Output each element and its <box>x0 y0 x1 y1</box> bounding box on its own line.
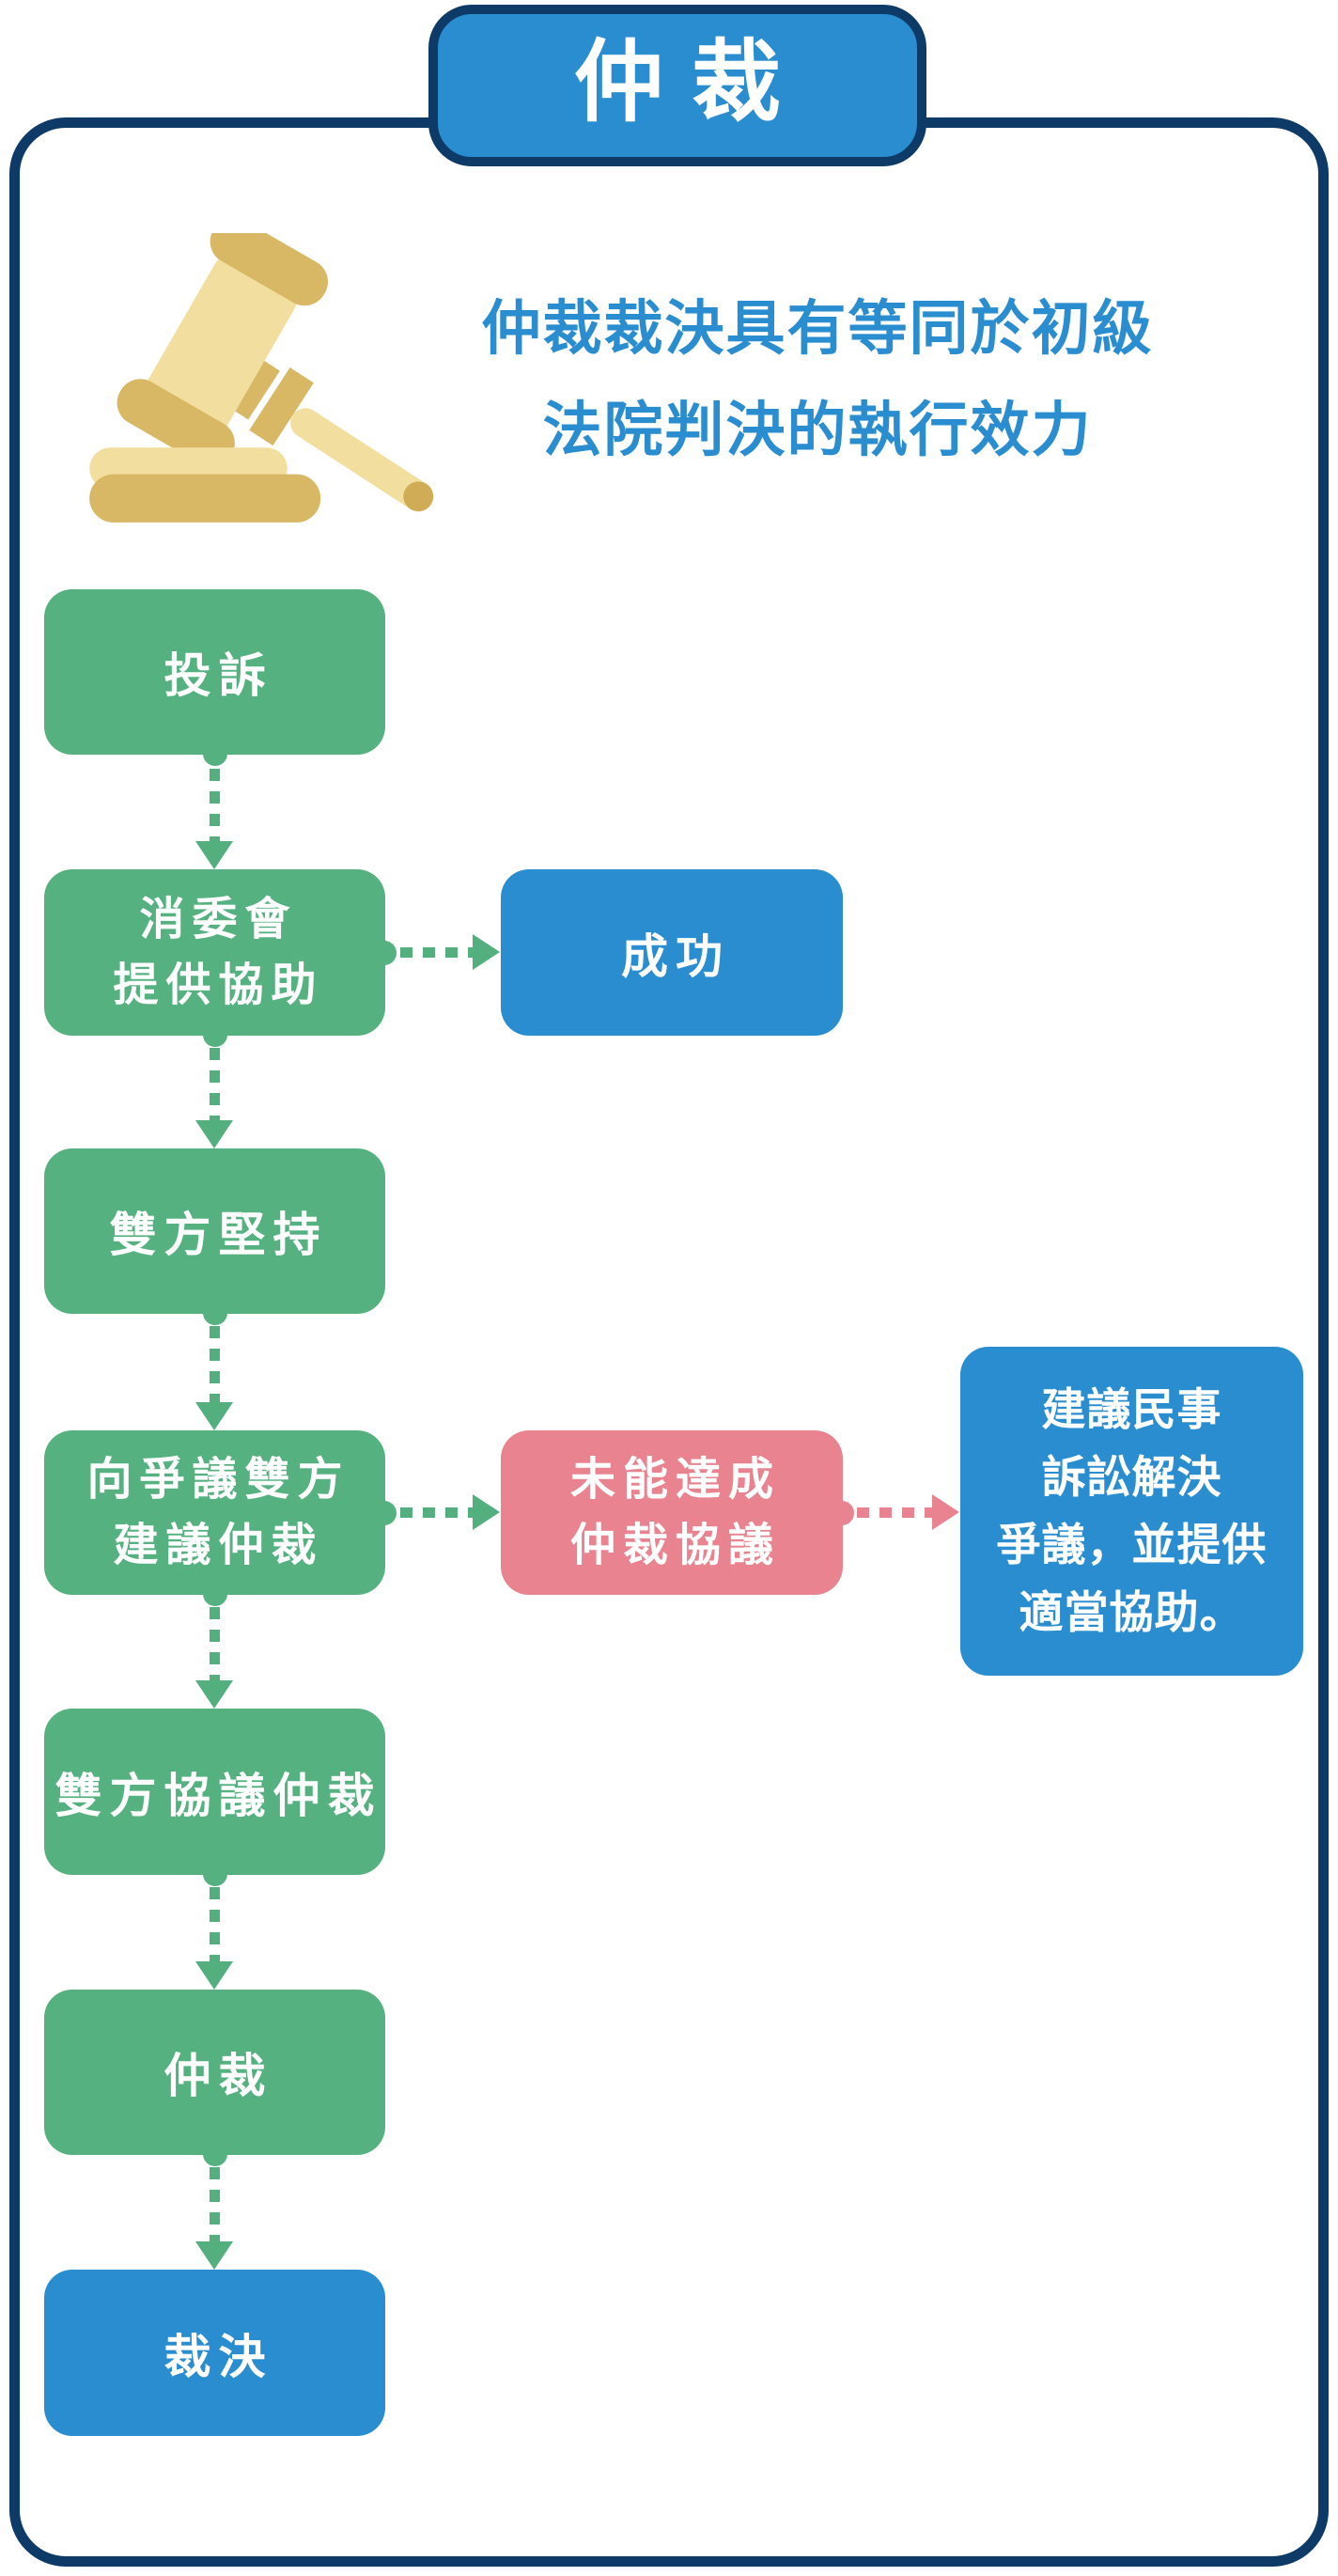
connector-bump <box>202 1301 227 1325</box>
header-note: 仲裁裁決具有等同於初級 法院判決的執行效力 <box>481 296 1154 463</box>
arrowhead-right-icon <box>473 1494 500 1530</box>
gavel-icon <box>89 233 434 523</box>
node-award: 裁決 <box>44 2270 385 2436</box>
node-agree-arbitration: 雙方協議仲裁 <box>44 1709 385 1886</box>
arrowhead-right-icon <box>473 934 500 970</box>
connector-bump <box>372 940 397 965</box>
page-title-box: 仲裁 <box>428 5 926 166</box>
node-arbitration: 仲裁 <box>44 1990 385 2166</box>
connector-bump <box>202 1582 227 1606</box>
arrowhead-down-icon <box>195 1680 233 1709</box>
arrowhead-down-icon <box>195 1961 233 1990</box>
connector-bump <box>372 1500 397 1525</box>
node-both-insist: 雙方堅持 <box>44 1148 385 1325</box>
flowchart-container <box>9 117 1329 2567</box>
node-civil-litigation: 建議民事 訴訟解決 爭議，並提供 適當協助。 <box>960 1347 1303 1676</box>
arrowhead-down-icon <box>195 2241 233 2270</box>
arrowhead-right-icon <box>932 1494 959 1530</box>
connector-bump <box>202 1862 227 1886</box>
connector-bump <box>202 1023 227 1047</box>
page-title: 仲裁 <box>573 32 809 133</box>
node-success: 成功 <box>501 869 843 1036</box>
connector-bump <box>202 742 227 766</box>
node-council-assist: 消委會 提供協助 <box>44 869 397 1047</box>
node-fail-agreement: 未能達成 仲裁協議 <box>501 1430 854 1595</box>
node-complaint: 投訴 <box>44 589 385 766</box>
node-suggest-arbitration: 向爭議雙方 建議仲裁 <box>44 1430 397 1606</box>
connector-bump <box>830 1500 854 1525</box>
arrowhead-down-icon <box>195 841 233 869</box>
arrowhead-down-icon <box>195 1402 233 1430</box>
connector-bump <box>202 2142 227 2166</box>
arrowhead-down-icon <box>195 1120 233 1148</box>
